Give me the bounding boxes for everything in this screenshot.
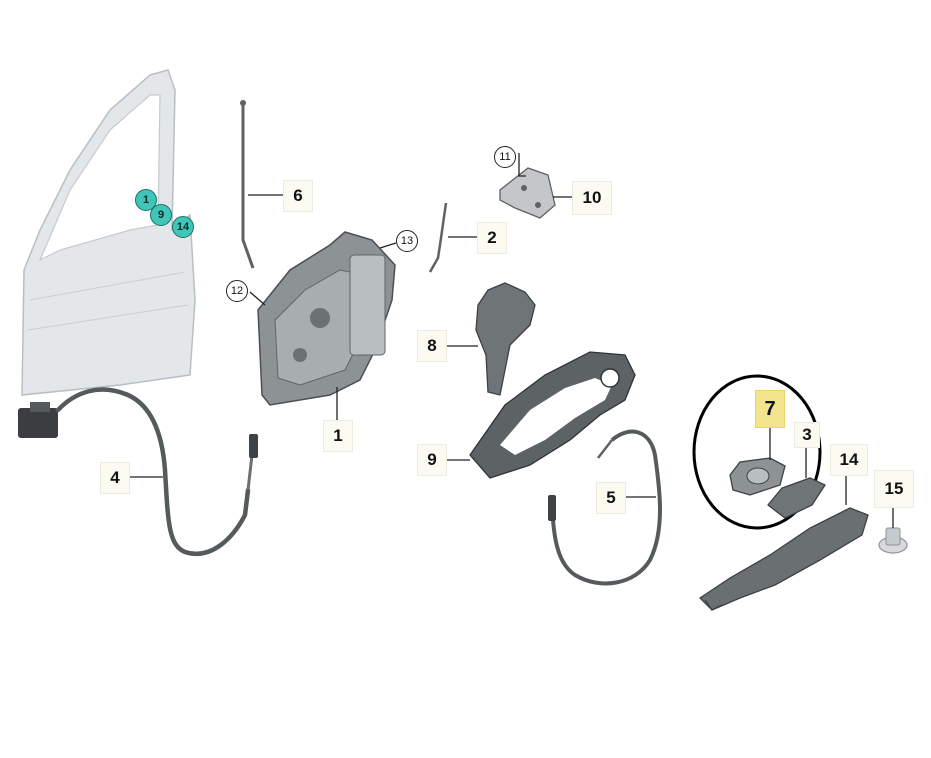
striker-10 (499, 167, 556, 219)
bracket-8 (475, 282, 536, 396)
callout-12: 12 (226, 280, 248, 302)
callout-14: 14 (830, 444, 868, 476)
callout-8: 8 (417, 330, 447, 362)
gasket-3 (767, 477, 826, 519)
door-illustration (21, 69, 196, 396)
callout-11: 11 (494, 146, 516, 168)
cable-connector-left (18, 402, 58, 438)
rod-2 (428, 202, 448, 273)
callout-5: 5 (596, 482, 626, 514)
handle-carrier-9 (469, 351, 636, 479)
door-lock-1 (257, 231, 396, 406)
callout-4: 4 (100, 462, 130, 494)
cover-cap-7 (729, 457, 786, 496)
callout-10: 10 (572, 181, 612, 215)
bowden-cable-4 (55, 387, 251, 556)
callout-6: 6 (283, 180, 313, 212)
cable-4-end-fitting (249, 434, 258, 458)
callout-3: 3 (794, 422, 820, 448)
door-marker-14: 14 (172, 216, 194, 238)
plug-15 (878, 527, 908, 554)
bowden-cable-5 (551, 429, 662, 586)
callout-13: 13 (396, 230, 418, 252)
callout-1: 1 (323, 420, 353, 452)
door-marker-9: 9 (150, 204, 172, 226)
callout-2: 2 (477, 222, 507, 254)
door-marker-1: 1 (135, 189, 157, 211)
highlight-ring (692, 374, 822, 530)
callout-7-highlighted: 7 (755, 390, 785, 428)
cable-5-end-fitting (548, 495, 556, 521)
callout-15: 15 (874, 470, 914, 508)
callout-9: 9 (417, 444, 447, 476)
outer-door-handle-14 (698, 507, 869, 611)
rod-6 (241, 102, 255, 269)
